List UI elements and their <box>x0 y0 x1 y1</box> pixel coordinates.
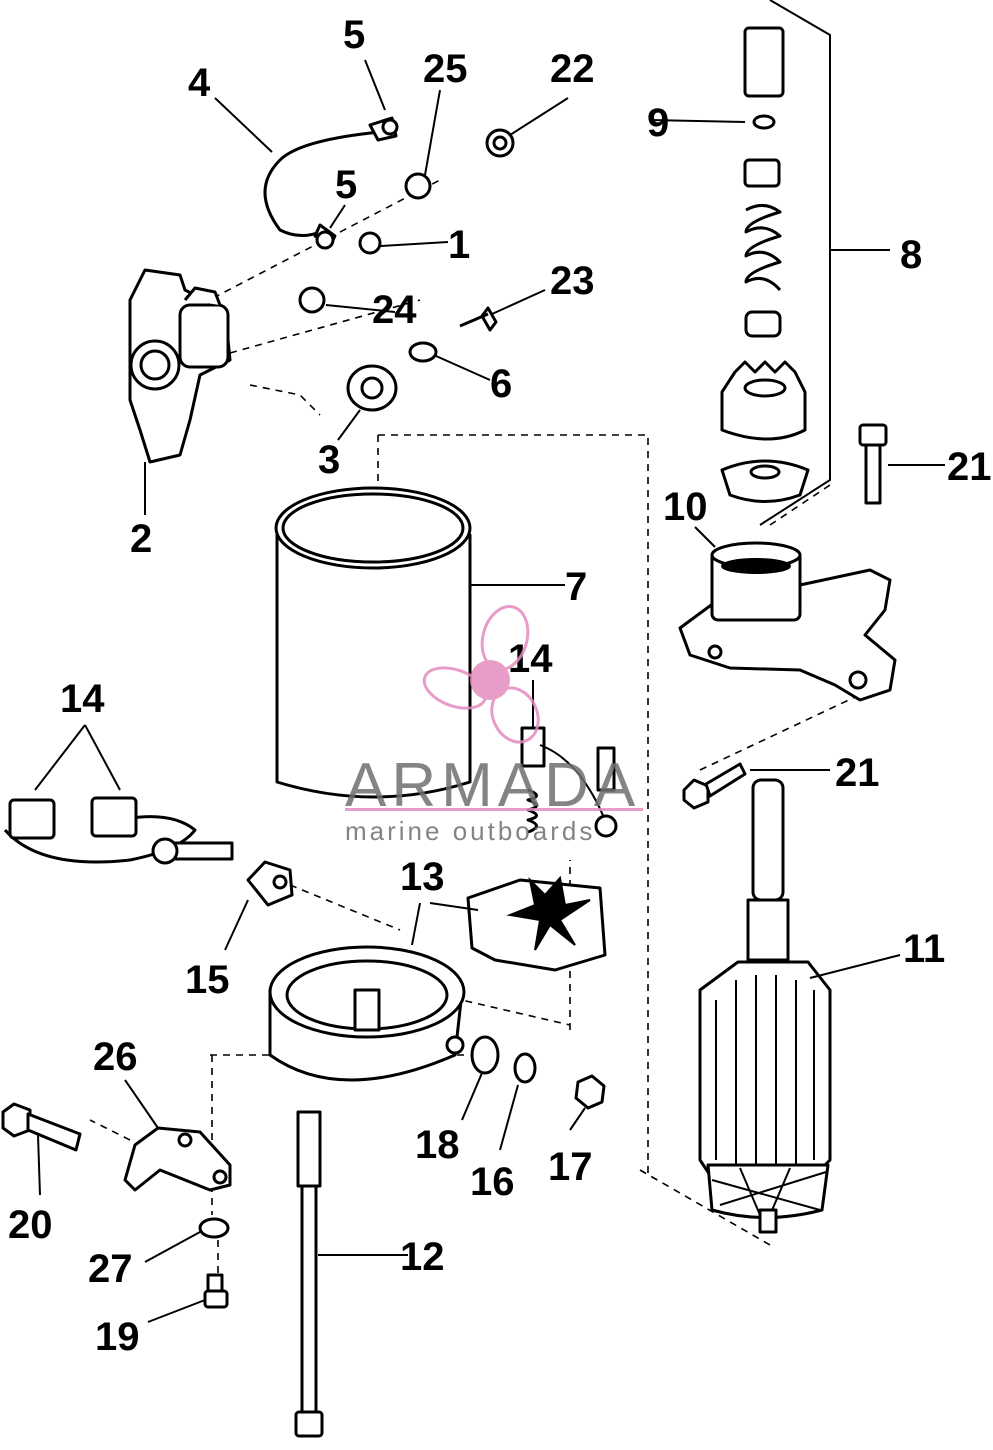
callout-26: 26 <box>93 1035 138 1079</box>
callout-5-upper: 5 <box>343 13 365 57</box>
callout-20: 20 <box>8 1203 53 1247</box>
part-8-bracket <box>759 0 831 526</box>
callout-14-right: 14 <box>508 637 553 681</box>
callout-7: 7 <box>565 565 587 609</box>
callout-15: 15 <box>185 958 230 1002</box>
callout-21-upper: 21 <box>947 445 992 489</box>
callout-21-lower: 21 <box>835 751 880 795</box>
callout-6: 6 <box>490 362 512 406</box>
callout-16: 16 <box>470 1160 515 1204</box>
part-10-end-frame <box>678 541 897 702</box>
part-end-cap <box>268 945 466 1082</box>
part-11-armature <box>698 778 832 1234</box>
part-4-cable <box>263 116 399 250</box>
callout-27: 27 <box>88 1247 133 1291</box>
part-21-bolt-upper <box>858 423 888 505</box>
callout-23: 23 <box>550 259 595 303</box>
part-20-bolt <box>1 1102 82 1152</box>
part-19-screw <box>203 1273 229 1309</box>
part-washers-nut <box>470 1035 606 1110</box>
part-2-solenoid-bracket <box>128 268 232 464</box>
callout-5-lower: 5 <box>335 163 357 207</box>
part-27-washer <box>198 1217 230 1239</box>
part-small-fasteners <box>298 128 515 412</box>
callout-25: 25 <box>423 47 468 91</box>
callout-11: 11 <box>903 927 945 971</box>
callout-17: 17 <box>548 1145 593 1189</box>
callout-24: 24 <box>372 288 417 332</box>
part-drive-stack <box>720 26 810 503</box>
callout-18: 18 <box>415 1123 460 1167</box>
callout-3: 3 <box>318 438 340 482</box>
callout-4: 4 <box>188 61 211 105</box>
propeller-logo-icon <box>422 605 540 744</box>
callout-labels: 1 2 3 4 5 5 6 7 8 9 10 11 12 13 14 14 15… <box>8 13 992 1359</box>
callout-1: 1 <box>448 223 470 267</box>
part-14-brushes-left <box>3 796 234 865</box>
part-12-through-bolt <box>294 1110 324 1438</box>
callout-9: 9 <box>647 101 669 145</box>
callout-2: 2 <box>130 517 152 561</box>
armada-watermark: ARMADA marine outboards <box>345 605 643 846</box>
part-26-bracket <box>123 1126 232 1192</box>
watermark-tagline: marine outboards <box>345 816 595 846</box>
callout-8: 8 <box>900 233 922 277</box>
part-13-brush-holder <box>466 875 607 972</box>
part-21-bolt-lower <box>682 762 747 810</box>
callout-10: 10 <box>663 485 708 529</box>
callout-19: 19 <box>95 1315 140 1359</box>
callout-leaders <box>34 59 945 1323</box>
callout-13: 13 <box>400 855 445 899</box>
callout-12: 12 <box>400 1235 445 1279</box>
part-7-housing <box>274 486 472 799</box>
callout-22: 22 <box>550 47 595 91</box>
part-14-brush-right <box>520 726 618 838</box>
callout-14-left: 14 <box>60 677 105 721</box>
part-15-clip <box>246 860 294 907</box>
